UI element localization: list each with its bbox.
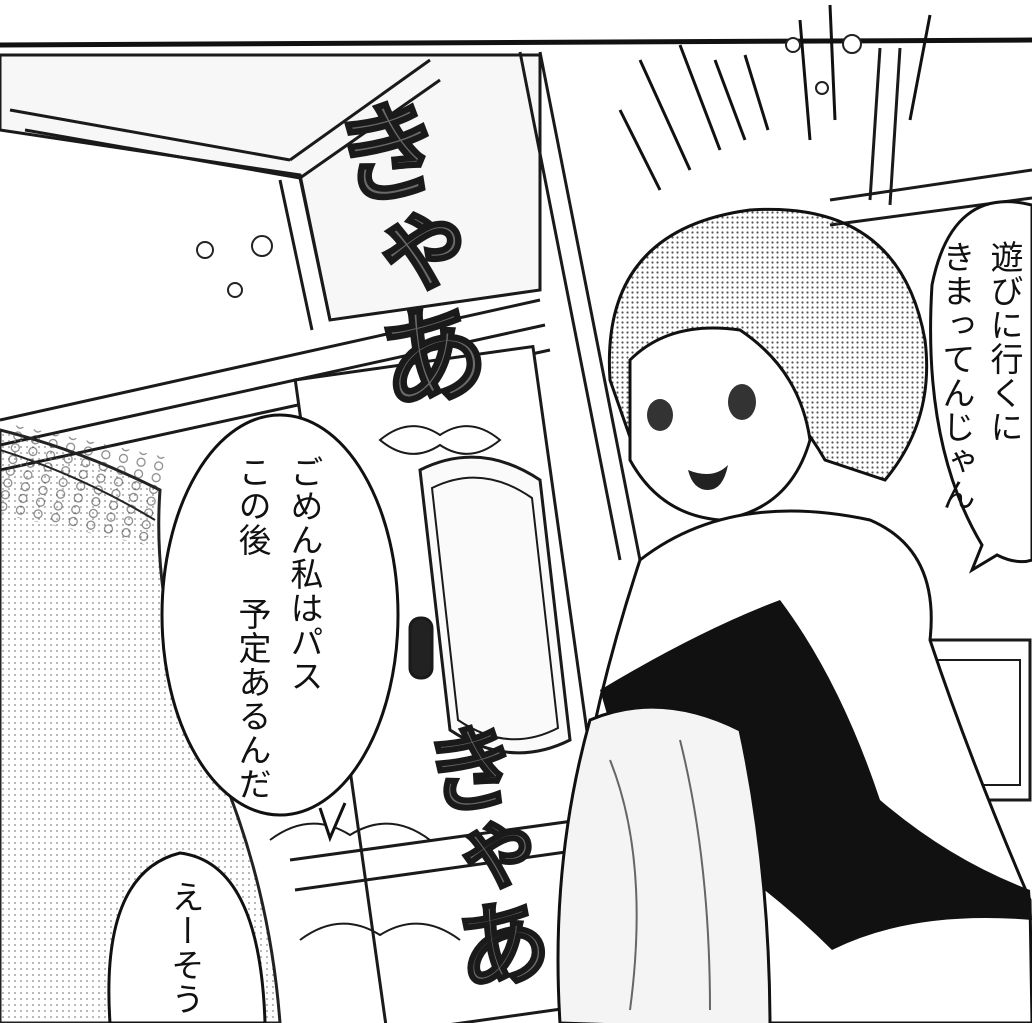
bubble-right-line-2: きまってんじゃん — [937, 240, 976, 512]
sparkle-decorations — [196, 34, 862, 298]
character — [556, 207, 1032, 1023]
speech-bubbles — [107, 200, 1032, 1023]
bubble-center — [160, 413, 400, 817]
bubble-center-line-1: ごめん私はパス — [285, 455, 324, 693]
bubble-bottom-left-line-1: えーそう — [166, 880, 205, 1016]
bubble-center-line-2: この後 予定あるんだ — [233, 455, 272, 801]
motion-lines — [618, 4, 932, 191]
bubble-bottom-left — [107, 851, 267, 1023]
bubble-right — [929, 200, 1032, 574]
bubble-bottom-left-text: えーそう — [160, 880, 210, 1016]
bubble-center-text: ごめん私はパス この後 予定あるんだ — [226, 455, 330, 801]
bubble-right-line-1: 遊びに行くに — [985, 240, 1024, 444]
bubble-right-text: 遊びに行くに きまってんじゃん — [932, 240, 1028, 512]
